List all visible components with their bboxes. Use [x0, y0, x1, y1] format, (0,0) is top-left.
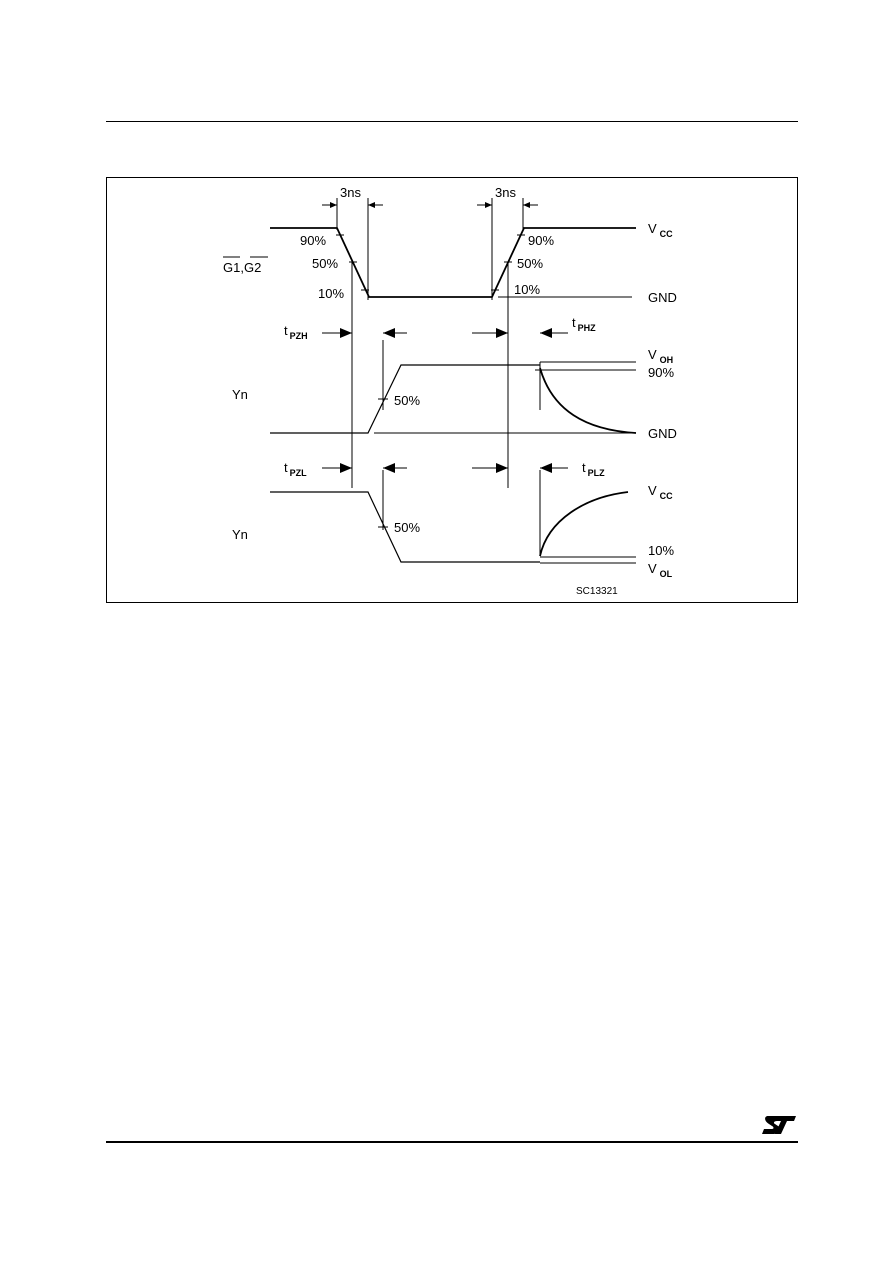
pct-50-yn1: 50% — [394, 393, 420, 408]
footer-rule — [106, 1141, 798, 1143]
arrow-right-icon — [330, 202, 337, 208]
gnd-label-1: GND — [648, 290, 677, 305]
arrow-left-icon — [540, 463, 552, 473]
arrow-left-icon — [523, 202, 530, 208]
yn-label-2: Yn — [232, 527, 248, 542]
pct-90-right: 90% — [528, 233, 554, 248]
pct-10-out: 10% — [648, 543, 674, 558]
gnd-label-2: GND — [648, 426, 677, 441]
arrow-left-icon — [383, 463, 395, 473]
arrow-right-icon — [496, 328, 508, 338]
dt-label-right: 3ns — [495, 185, 516, 200]
arrow-right-icon — [496, 463, 508, 473]
g-signal-label: G1,G2 — [223, 260, 261, 275]
arrow-right-icon — [340, 463, 352, 473]
figure-code: SC13321 — [576, 586, 618, 597]
yn-high-decay — [539, 367, 637, 434]
arrow-left-icon — [383, 328, 395, 338]
st-logo-icon — [762, 1116, 796, 1134]
pct-50-right: 50% — [517, 256, 543, 271]
yn-label-1: Yn — [232, 387, 248, 402]
arrow-left-icon — [540, 328, 552, 338]
pct-50-left: 50% — [312, 256, 338, 271]
arrow-right-icon — [340, 328, 352, 338]
header-rule — [106, 121, 798, 122]
yn-low-rise — [539, 491, 629, 557]
pct-90-left: 90% — [300, 233, 326, 248]
pct-10-right: 10% — [514, 282, 540, 297]
g-waveform — [270, 227, 636, 298]
arrow-left-icon — [368, 202, 375, 208]
diagram-frame — [106, 177, 798, 603]
arrow-right-icon — [485, 202, 492, 208]
pct-90-out: 90% — [648, 365, 674, 380]
dt-label-left: 3ns — [340, 185, 361, 200]
pct-50-yn2: 50% — [394, 520, 420, 535]
pct-10-left: 10% — [318, 286, 344, 301]
